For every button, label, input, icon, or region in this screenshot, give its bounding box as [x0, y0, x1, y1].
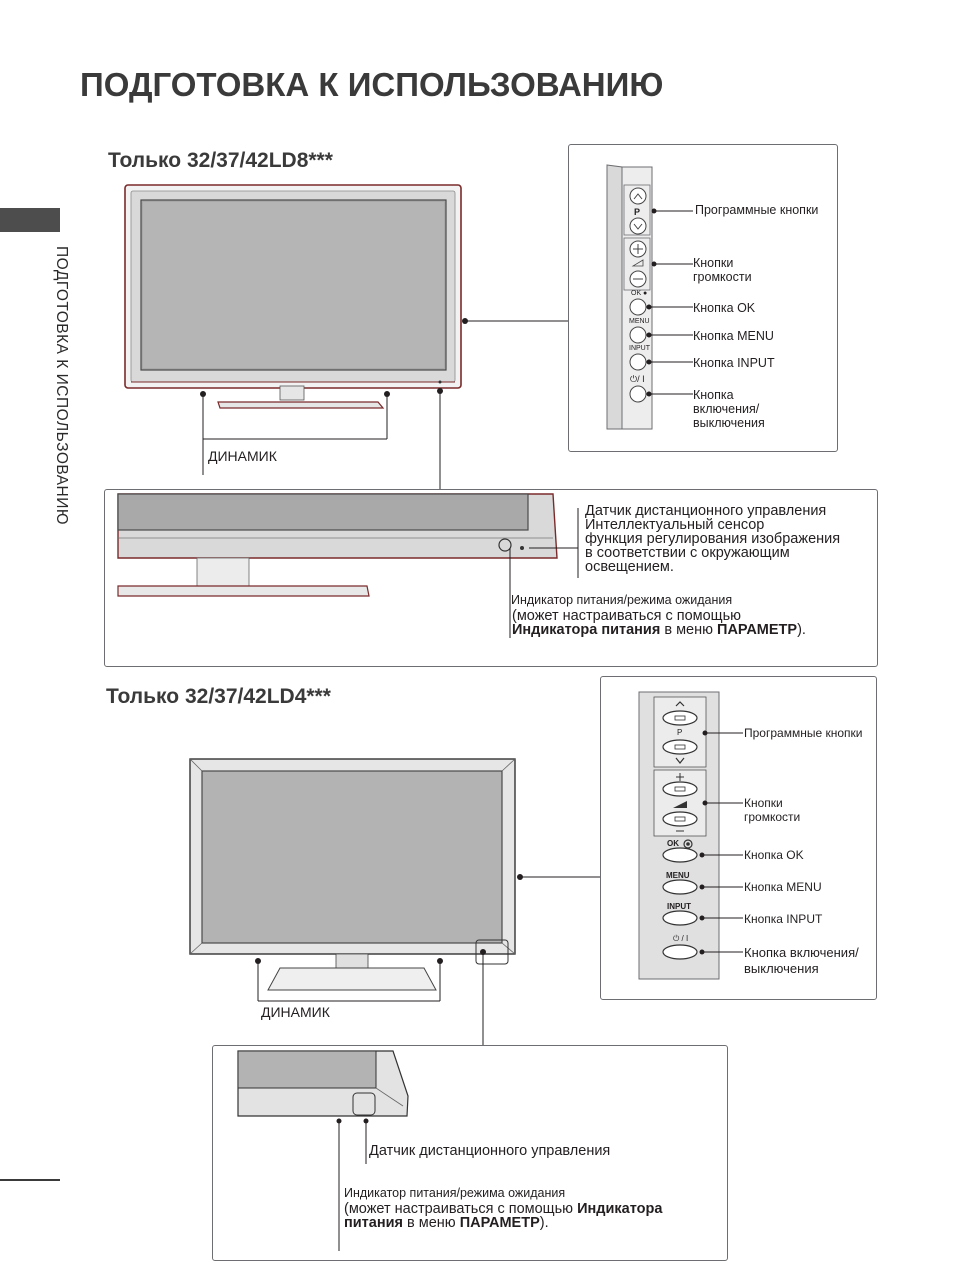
section1-title: Только 32/37/42LD8***	[108, 149, 333, 172]
power-button-label-2: включения/	[693, 402, 760, 416]
volume-buttons-label-2: громкости	[693, 270, 752, 284]
key2-menu-label: MENU	[666, 871, 690, 880]
menu-button-label-2: Кнопка MENU	[744, 880, 822, 894]
volume-buttons-label-2a: Кнопки	[744, 796, 783, 810]
section1-detail-illustration	[117, 493, 579, 638]
section2-detail-illustration	[237, 1050, 409, 1251]
indicator2-bold-1: Индикатора питания	[344, 1201, 663, 1231]
page-footer-rule	[0, 1179, 60, 1181]
prog-buttons-label: Программные кнопки	[695, 203, 819, 217]
tv2-illustration	[189, 758, 602, 1045]
sensor-line-3: функция регулирования изображения	[585, 531, 841, 547]
power2-line-1: Кнопка включения/	[744, 945, 859, 960]
section1-speaker-label: ДИНАМИК	[208, 448, 277, 464]
section2-detail-panel: Датчик дистанционного управления Индикат…	[212, 1045, 728, 1261]
key-menu-label: MENU	[629, 318, 650, 325]
section2-speaker-label: ДИНАМИК	[261, 1004, 330, 1020]
side-section-label: ПОДГОТОВКА К ИСПОЛЬЗОВАНИЮ	[53, 246, 70, 526]
page-title: ПОДГОТОВКА К ИСПОЛЬЗОВАНИЮ	[80, 66, 664, 103]
key-p-label: P	[634, 207, 641, 217]
input-button-label: Кнопка INPUT	[693, 356, 775, 370]
indicator-end: ).	[797, 621, 806, 638]
section1-indicator-label: Индикатор питания/режима ожидания	[511, 593, 733, 607]
section1-button-panel: P OK ● MENU INPUT ⏻/ I Программные кнопк…	[568, 144, 838, 452]
ok-button-label: Кнопка OK	[693, 301, 756, 315]
section-tab-marker	[0, 208, 60, 232]
section1-detail-panel: Датчик дистанционного управления Интелле…	[104, 489, 878, 667]
section1-sensor-note: Датчик дистанционного управления Интелле…	[585, 503, 870, 575]
power-button-label-2: Кнопка включения/ выключения	[744, 945, 859, 977]
ok-button-label-2: Кнопка OK	[744, 848, 804, 862]
section1-side-buttons-illustration	[606, 164, 693, 430]
prog-buttons-label-2: Программные кнопки	[744, 726, 863, 740]
input-button-label-2: Кнопка INPUT	[744, 912, 823, 926]
indicator-line-1: (может настраиваться с помощью	[512, 608, 742, 624]
menu-button-label: Кнопка MENU	[693, 329, 774, 343]
section2-indicator-label: Индикатор питания/режима ожидания	[344, 1186, 566, 1200]
key2-input-label: INPUT	[667, 902, 691, 911]
sensor-line-2: Интеллектуальный сенсор	[585, 517, 765, 533]
indicator-line-2: Индикатора питания в меню ПАРАМЕТР).	[512, 621, 872, 638]
power2-line-2: выключения	[744, 961, 819, 976]
section2-side-buttons-illustration	[638, 691, 743, 980]
indicator2-text: (может настраиваться с помощью	[344, 1201, 578, 1217]
key2-power-label: ⏻ / I	[673, 934, 689, 943]
tv1-illustration	[124, 184, 569, 490]
key-ok-label: OK ●	[631, 290, 648, 297]
sensor-line-5: освещением.	[585, 559, 674, 575]
indicator2-bold-2: ПАРАМЕТР	[459, 1214, 540, 1231]
key-power-label: ⏻/ I	[630, 374, 645, 384]
volume-buttons-label-1: Кнопки	[693, 256, 734, 270]
key2-p-label: P	[677, 728, 683, 737]
power-button-label-3: выключения	[693, 416, 765, 430]
key-input-label: INPUT	[629, 345, 650, 352]
section1-indicator-note: (может настраиваться с помощью Индикатор…	[512, 608, 872, 638]
section2-indicator-note: (может настраиваться с помощью Индикатор…	[344, 1201, 724, 1231]
power-button-label-1: Кнопка	[693, 388, 734, 402]
section2-sensor-label: Датчик дистанционного управления	[369, 1143, 611, 1159]
indicator-bold-2: ПАРАМЕТР	[717, 621, 798, 638]
sensor-line-1: Датчик дистанционного управления	[585, 503, 827, 519]
section2-button-panel: P OK MENU INPUT ⏻ / I Программные кнопки…	[600, 676, 877, 1000]
volume-buttons-label-2b: громкости	[744, 810, 801, 824]
indicator2-mid: в меню	[402, 1214, 460, 1231]
indicator2-end: ).	[539, 1214, 549, 1231]
section2-title: Только 32/37/42LD4***	[106, 685, 331, 708]
sensor-line-4: в соответствии с окружающим	[585, 545, 790, 561]
indicator-bold-1: Индикатора питания	[512, 621, 661, 638]
key2-ok-label: OK	[667, 839, 679, 848]
indicator-mid: в меню	[660, 621, 718, 638]
